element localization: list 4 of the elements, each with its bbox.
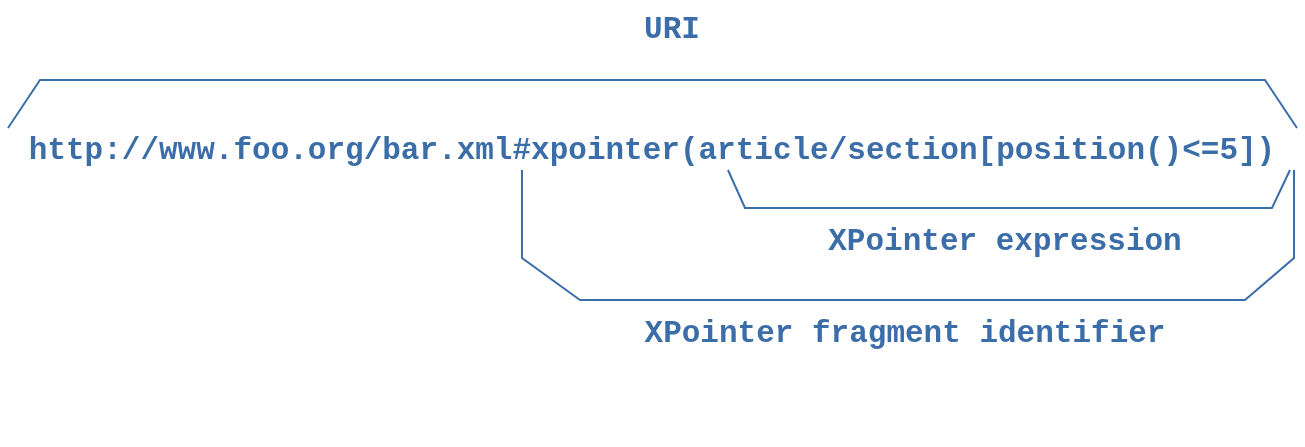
url-text: http://www.foo.org/bar.xml#xpointer(article/section[position()<=5]) [28, 133, 1276, 169]
bracket-label: XPointer fragment identifier [644, 316, 1166, 352]
heading-label: URI [644, 12, 700, 48]
bracket-label: XPointer expression [828, 224, 1182, 260]
